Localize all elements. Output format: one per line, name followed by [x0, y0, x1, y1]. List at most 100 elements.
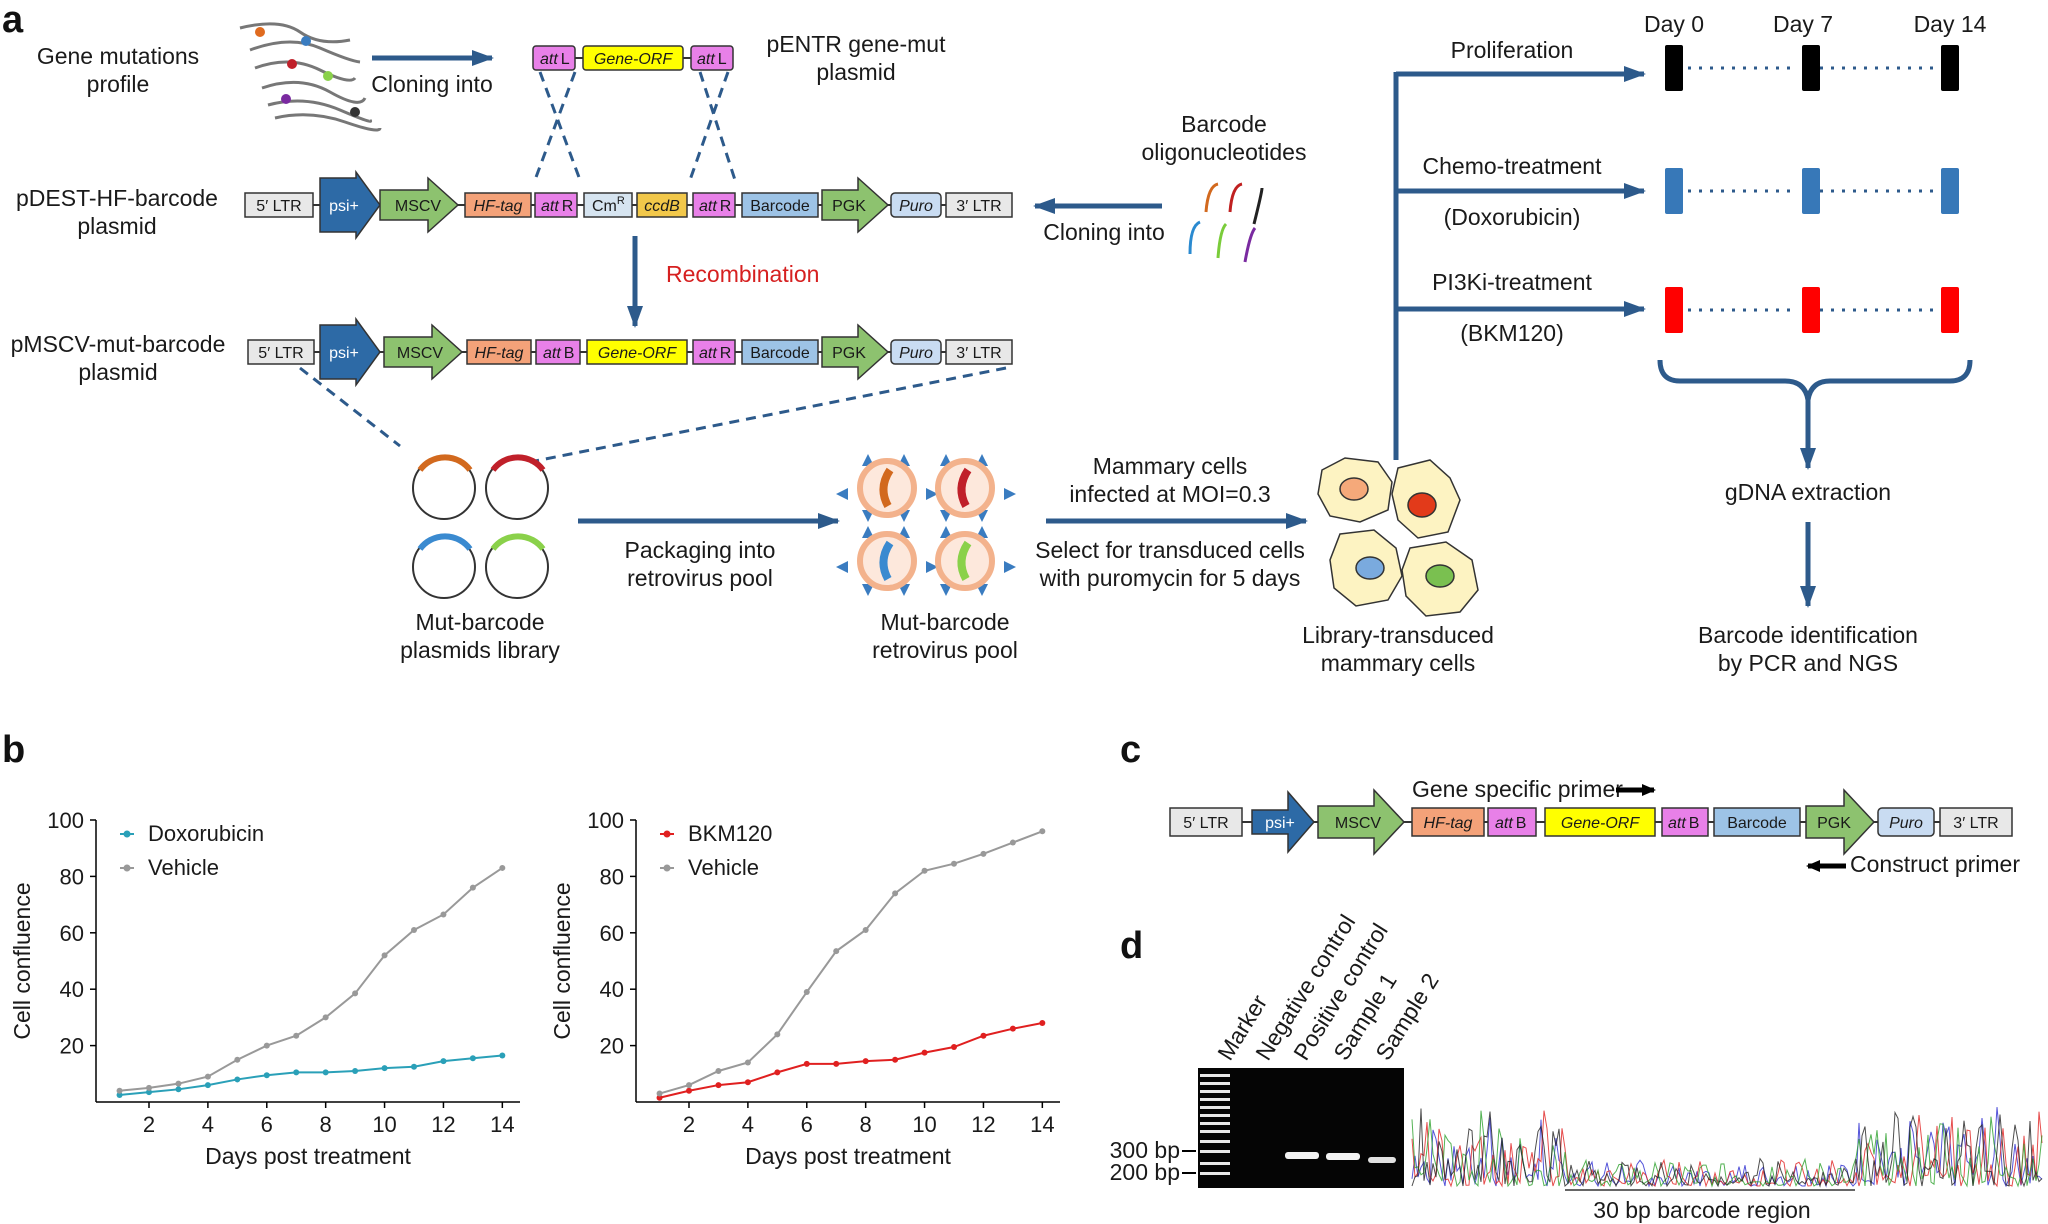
retrovirus-pool-icon	[836, 454, 1016, 596]
pdest-barcode: Barcode	[750, 198, 810, 215]
series-line	[659, 1022, 1043, 1099]
pdest-mscv: MSCV	[395, 198, 442, 215]
plasmids-library-label-2: plasmids library	[400, 637, 560, 663]
data-point	[862, 1058, 869, 1065]
data-point	[293, 1069, 300, 1076]
recombination-label: Recombination	[666, 261, 819, 287]
pentr-label-1: pENTR gene-mut	[767, 31, 947, 57]
data-point	[381, 1065, 388, 1072]
pmscv-label-1: pMSCV-mut-barcode	[11, 331, 226, 357]
data-point	[921, 1049, 928, 1056]
data-point	[744, 1059, 751, 1066]
series-line	[119, 1054, 503, 1096]
chemo-label-1: Chemo-treatment	[1423, 153, 1603, 179]
c-att1: att	[1495, 815, 1513, 832]
gene-mutations-label-1: Gene mutations	[37, 43, 199, 69]
data-point	[686, 1082, 692, 1089]
data-point	[656, 1090, 663, 1097]
transduced-label-2: mammary cells	[1321, 650, 1476, 676]
pmscv-ltr3: 3′ LTR	[956, 345, 1001, 362]
c-att1-b: B	[1516, 815, 1527, 832]
retrovirus-pool-label-2: retrovirus pool	[872, 637, 1018, 663]
pi3k-label-1: PI3Ki-treatment	[1432, 269, 1592, 295]
construct-primer-label: Construct primer	[1850, 851, 2020, 877]
y-tick-label: 80	[60, 864, 84, 889]
data-point	[715, 1082, 722, 1089]
data-point	[322, 1014, 329, 1021]
pdest-psi: psi+	[329, 198, 359, 215]
packaging-label-1: Packaging into	[625, 537, 776, 563]
x-tick-label: 6	[801, 1112, 813, 1137]
pdest-ltr3: 3′ LTR	[956, 198, 1001, 215]
c-barcode: Barcode	[1727, 815, 1787, 832]
pmscv-att1: att	[543, 345, 561, 362]
barcode-id-label-1: Barcode identification	[1698, 622, 1918, 648]
pi3k-timeline	[1665, 287, 1959, 333]
pentr-label-2: plasmid	[816, 59, 895, 85]
pdest-cm: Cm	[592, 198, 617, 215]
barcode-oligos-label-2: oligonucleotides	[1142, 139, 1307, 165]
data-point	[116, 1091, 123, 1098]
legend-marker	[663, 864, 671, 872]
data-point	[774, 1069, 781, 1076]
barcode-oligos-label-1: Barcode	[1181, 111, 1267, 137]
pentr-l-right: L	[718, 51, 727, 68]
pdest-puro: Puro	[899, 198, 933, 215]
pi3k-label-2: (BKM120)	[1460, 320, 1564, 346]
bp300-label: 300 bp	[1110, 1137, 1180, 1163]
gene-specific-primer-label: Gene specific primer	[1412, 776, 1623, 802]
data-point	[803, 1060, 810, 1067]
pentr-att-right: att	[697, 51, 715, 68]
data-point	[440, 911, 447, 918]
c-puro: Puro	[1889, 815, 1923, 832]
pdest-att2-r: R	[720, 198, 732, 215]
legend-marker	[663, 830, 671, 838]
data-point	[892, 1056, 899, 1063]
data-point	[469, 1055, 476, 1062]
c-att2: att	[1668, 815, 1686, 832]
mammary-cells-icon	[1317, 457, 1479, 617]
pdest-att2: att	[699, 198, 717, 215]
y-axis-label: Cell confluence	[549, 882, 575, 1039]
transduced-label-1: Library-transduced	[1302, 622, 1494, 648]
data-point	[951, 1044, 957, 1051]
c-gene-orf: Gene-ORF	[1561, 815, 1640, 832]
pdest-pgk: PGK	[832, 198, 866, 215]
pdest-construct	[244, 169, 1013, 241]
data-point	[234, 1076, 241, 1083]
pdest-ccdb: ccdB	[644, 198, 680, 215]
c-ltr5: 5′ LTR	[1183, 815, 1228, 832]
data-point	[381, 952, 388, 959]
data-point	[980, 850, 987, 857]
pmscv-mscv: MSCV	[397, 345, 444, 362]
data-point	[234, 1056, 241, 1063]
data-point	[1009, 839, 1016, 846]
x-tick-label: 12	[431, 1112, 455, 1137]
legend-label: Doxorubicin	[148, 821, 264, 846]
infected-label-2: infected at MOI=0.3	[1069, 481, 1270, 507]
c-att2-b: B	[1689, 815, 1700, 832]
chemo-label-2: (Doxorubicin)	[1444, 204, 1581, 230]
pdest-label-1: pDEST-HF-barcode	[16, 185, 218, 211]
data-point	[146, 1089, 152, 1096]
data-point	[322, 1069, 329, 1076]
barcode-region-label: 30 bp barcode region	[1593, 1197, 1810, 1223]
data-point	[686, 1087, 692, 1094]
x-tick-label: 2	[683, 1112, 695, 1137]
panel-label-c: c	[1120, 729, 1141, 771]
pmscv-att2-r: R	[720, 345, 732, 362]
proliferation-label: Proliferation	[1451, 37, 1574, 63]
data-point	[1039, 828, 1046, 835]
pmscv-att1-b: B	[564, 345, 575, 362]
barcode-oligonucleotides-icon	[1188, 182, 1264, 263]
y-tick-label: 20	[600, 1034, 624, 1059]
mutation-dot	[301, 36, 311, 46]
data-point	[862, 926, 869, 933]
series-line	[119, 867, 503, 1092]
x-tick-label: 8	[320, 1112, 332, 1137]
barcode-id-label-2: by PCR and NGS	[1718, 650, 1898, 676]
